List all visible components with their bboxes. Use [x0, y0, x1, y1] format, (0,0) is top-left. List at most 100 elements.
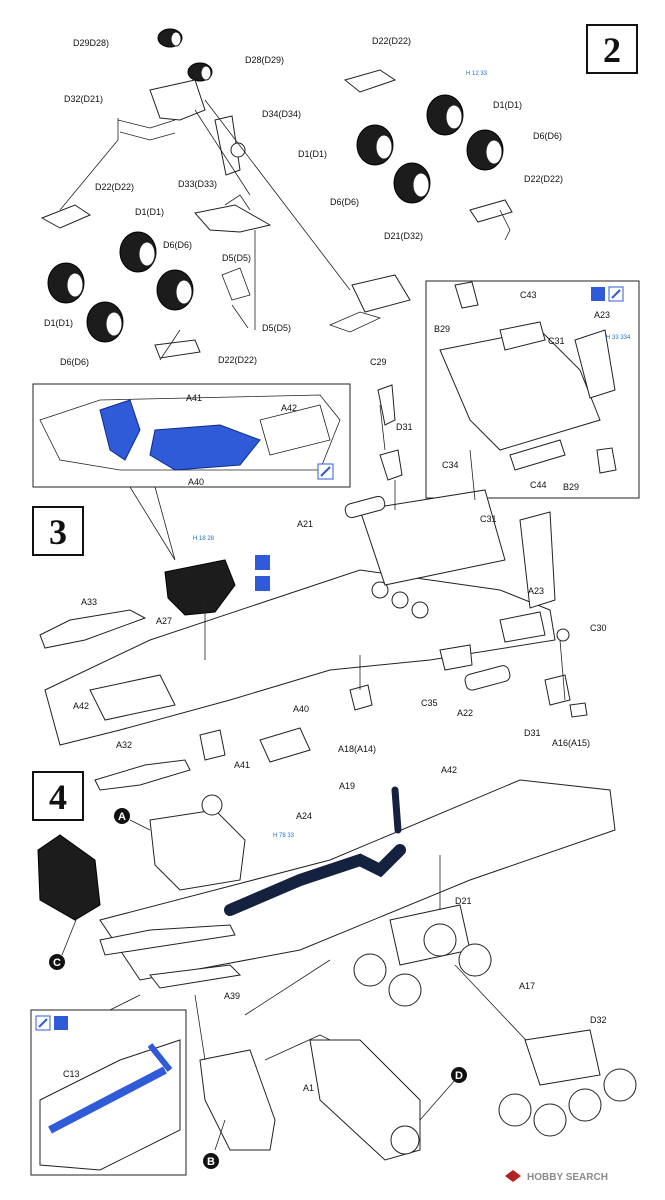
- step-2: 2: [40, 24, 640, 499]
- bogie-arm-d22-bottom: [154, 339, 201, 359]
- engine-block: [149, 809, 246, 891]
- label-d22d22-r2: D22(D22): [524, 174, 563, 184]
- label-d28d29: D28(D29): [245, 55, 284, 65]
- part-c29: [377, 384, 396, 426]
- wheel-d6-left: [156, 269, 194, 311]
- bogie-bracket-d32: [149, 79, 206, 121]
- label-a27: A27: [156, 616, 172, 626]
- bogie-arm-left: [117, 119, 176, 141]
- label-a19: A19: [339, 781, 355, 791]
- label-d34d34: D34(D34): [262, 109, 301, 119]
- label-c13: C13: [63, 1069, 80, 1079]
- paint-code-1: H 12 33: [466, 71, 488, 77]
- wheel-d29: [157, 28, 183, 48]
- label-a42-4: A42: [441, 765, 457, 775]
- shock-d34: [214, 115, 241, 176]
- radiator-grille-c: [37, 834, 101, 921]
- inset-blue-parts: A41 A42 A40: [32, 383, 351, 488]
- blue-part-a41: [99, 399, 141, 461]
- guide-lines-step3: [204, 404, 566, 701]
- blue-part-a40: [149, 424, 261, 471]
- wheel-d6-left-2: [86, 301, 124, 343]
- label-d1d1-r2: D1(D1): [298, 149, 327, 159]
- plate-c43: [499, 321, 546, 351]
- guide-lines-step4: [61, 819, 456, 1151]
- leaf-spring-4a: [99, 924, 236, 956]
- icon-paint-2: [255, 576, 270, 591]
- wheel-d1-right-2: [356, 124, 394, 166]
- part-b29-bottom: [596, 447, 617, 474]
- wheel-d1-right: [426, 94, 464, 136]
- label-a39: A39: [224, 991, 240, 1001]
- label-d21: D21: [455, 896, 472, 906]
- bogie-d21: [353, 904, 492, 1007]
- label-d22d22-top: D22(D22): [372, 36, 411, 46]
- step-2-number: 2: [603, 30, 621, 70]
- label-a41-3: A41: [234, 760, 250, 770]
- step-3-number: 3: [49, 512, 67, 552]
- logo-text: HOBBY SEARCH: [527, 1172, 608, 1183]
- bubble-a: A: [114, 808, 130, 824]
- icon-paint: [255, 555, 270, 570]
- label-a24: A24: [296, 811, 312, 821]
- bogie-arm-d22-left: [40, 204, 92, 229]
- bubble-c: C: [49, 954, 65, 970]
- inset-c13-pointer: [109, 994, 141, 1011]
- wheel-d6-right: [466, 129, 504, 171]
- label-a23-1: A23: [594, 310, 610, 320]
- label-d1d1-left: D1(D1): [135, 207, 164, 217]
- part-b29-top: [454, 281, 479, 309]
- label-a21: A21: [297, 519, 313, 529]
- cross-member-c34: [359, 489, 506, 586]
- label-c44: C44: [530, 480, 547, 490]
- part-a16: [569, 702, 588, 718]
- label-c31-1: C31: [548, 336, 565, 346]
- step-4-box: [32, 771, 84, 821]
- label-c29: C29: [370, 357, 387, 367]
- label-d5d5-1: D5(D5): [222, 253, 251, 263]
- step-4: 4 H 78 33: [30, 765, 637, 1176]
- wheel-d6-right-2: [393, 162, 431, 204]
- paint-code-2: H 18 28: [193, 536, 215, 542]
- bogie-d32: [498, 1029, 637, 1137]
- label-a17: A17: [519, 981, 535, 991]
- label-d1d1-left-2: D1(D1): [44, 318, 73, 328]
- label-d1d1-r1: D1(D1): [493, 100, 522, 110]
- frame-panel-a42: [89, 674, 176, 721]
- part-c31-lower: [499, 611, 546, 643]
- pin-d5b: [231, 304, 249, 329]
- logo-mark-icon: [505, 1170, 521, 1182]
- part-d31-top: [379, 449, 403, 481]
- label-b29-1: B29: [434, 324, 450, 334]
- bubble-b: B: [203, 1153, 219, 1169]
- label-d32d21: D32(D21): [64, 94, 103, 104]
- label-d31-1: D31: [396, 422, 413, 432]
- part-a42-inset: [259, 404, 331, 456]
- step-3: A41 A42 A40 3 H 18 28: [32, 357, 607, 791]
- part-a18: [349, 684, 373, 711]
- component-a27: [164, 559, 236, 616]
- pin-d5a: [221, 267, 251, 301]
- step-2-box: [586, 24, 638, 74]
- callout-pointer: [129, 486, 176, 561]
- wheel-d1-left-2: [47, 262, 85, 304]
- label-a42-inset: A42: [281, 403, 297, 413]
- part-c35: [439, 644, 473, 671]
- label-a41-inset: A41: [186, 393, 202, 403]
- label-a1: A1: [303, 1083, 314, 1093]
- leaf-spring-4b: [149, 964, 242, 989]
- svg-text:B: B: [207, 1156, 215, 1168]
- label-a23-2: A23: [528, 586, 544, 596]
- spring-a21: [344, 495, 386, 519]
- bracket-a23: [519, 511, 556, 609]
- label-d31-2: D31: [524, 728, 541, 738]
- part-a40: [259, 727, 311, 763]
- label-d22d22-bottom: D22(D22): [218, 355, 257, 365]
- plate-c44: [509, 439, 566, 471]
- label-c30: C30: [590, 623, 607, 633]
- bogie-arm-d22-right-bottom: [469, 199, 513, 223]
- label-a33: A33: [81, 597, 97, 607]
- label-d32: D32: [590, 1015, 607, 1025]
- svg-text:D: D: [455, 1070, 463, 1082]
